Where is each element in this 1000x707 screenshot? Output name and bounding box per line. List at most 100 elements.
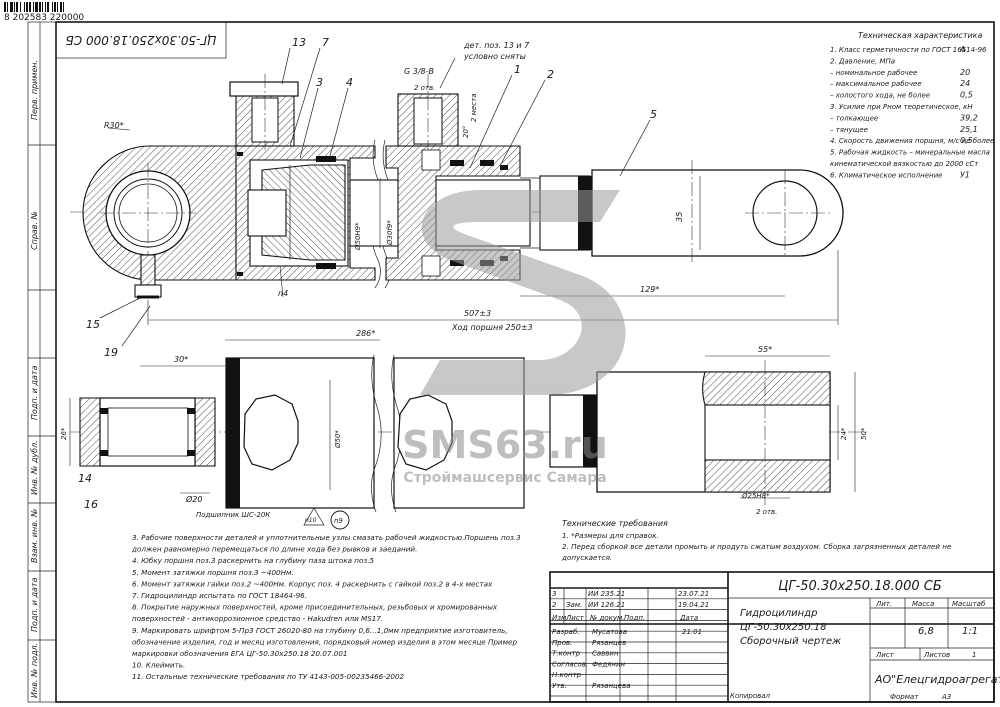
tb-role: Н.контр	[552, 671, 582, 679]
dim-30: 30*	[174, 355, 188, 364]
d50-side: Ø50*	[334, 430, 342, 449]
d35-label: 35	[675, 212, 684, 222]
callout-2: 2	[547, 68, 554, 81]
strip-cell-6: Инв. № подл.	[30, 643, 39, 698]
dim-2otv: 2 отв.	[756, 508, 777, 516]
stroke-label: Ход поршня 250±3	[451, 323, 533, 332]
tb-copied: Копировал	[730, 692, 771, 700]
spec-row-label: 1. Класс герметичности по ГОСТ 16514-96	[830, 46, 987, 54]
note-line: 4. Юбку поршня поз.3 раскернить на глуби…	[132, 556, 375, 565]
thread-label: G 3/8-B	[404, 67, 434, 76]
rev-date: 19.04.21	[678, 601, 709, 609]
tb-role: Утв.	[552, 682, 567, 690]
det-note-1: дет. поз. 13 и 7	[463, 41, 530, 50]
callout-19: 19	[104, 346, 118, 359]
strip-cell-4: Взам. инв. №	[30, 509, 39, 563]
dim-24: 24*	[840, 427, 848, 440]
tb-mass: 6,8	[918, 626, 934, 637]
tb-mass-h: Масса	[912, 600, 934, 608]
bottom-right-view	[540, 355, 870, 505]
callout-15: 15	[86, 318, 100, 331]
spec-row-label: – холостого хода, не более	[830, 92, 930, 100]
rotated-designation: ЦГ-50.30х250.18.000 СБ	[66, 33, 217, 47]
tb-scale-h: Масштаб	[952, 600, 986, 608]
strip-cell-2: Подп. и дата	[30, 365, 39, 420]
tb-sheets-value: 1	[972, 651, 976, 659]
d50-label: Ø50H9*	[354, 222, 362, 251]
notes-left: 3. Рабочие поверхности деталей и уплотни…	[131, 533, 521, 681]
callout-16: 16	[84, 498, 98, 511]
spec-row-value: 20	[960, 68, 970, 77]
strip-cell-1: Справ. №	[30, 211, 39, 250]
note-line: поверхностей - антикоррозионное средство…	[132, 614, 383, 623]
n9-label: n9	[334, 517, 343, 525]
spec-row-value: 0,5	[960, 136, 973, 145]
d20-label: Ø20	[185, 494, 202, 504]
spec-row-label: 2. Давление, МПа	[830, 57, 895, 65]
spec-row-value: У1	[960, 170, 970, 179]
tb-role: Т.контр	[552, 650, 581, 658]
callout-4: 4	[346, 76, 353, 89]
bottom-left-view	[69, 339, 525, 530]
rev-izm: 2	[552, 601, 557, 609]
n10-label: n10	[305, 517, 317, 524]
technical-spec: Техническая характеристика 1. Класс герм…	[830, 31, 994, 179]
rev-doc: ИИ 235.21	[588, 590, 625, 598]
rev-doc: ИИ 126.21	[588, 601, 625, 609]
tb-name2: ЦГ-50.30х250.18	[740, 622, 826, 633]
left-strip: Перв. примен. Справ. № Подп. и дата Инв.…	[27, 21, 57, 703]
note-line: 9. Маркировать шрифтом 5-Пр3 ГОСТ 26020-…	[132, 626, 508, 635]
spec-row-value: 25,1	[960, 125, 978, 134]
tb-role-name: Федянин	[592, 660, 626, 668]
tb-lit: Лит.	[875, 600, 892, 608]
tb-header-col: Подп.	[624, 614, 645, 622]
tb-sheet: Лист	[875, 651, 895, 659]
tb-header-col: Дата	[679, 614, 698, 622]
tb-role: Согласов.	[552, 660, 588, 668]
rev-date: 23.07.21	[678, 590, 709, 598]
tb-name3: Сборочный чертеж	[740, 635, 841, 647]
tb-company: АО"Елецгидроагрегат"	[874, 673, 1000, 686]
tb-role: Разраб.	[552, 628, 580, 636]
tb-role-name: Рязанцева	[592, 682, 631, 690]
dim-286: 286*	[356, 329, 375, 338]
note-line: 10. Клеймить.	[132, 661, 185, 670]
r30-label: R30*	[104, 121, 124, 130]
note-line: 7. Гидроцилиндр испытать по ГОСТ 18464-9…	[132, 591, 307, 600]
rev-list: Зам.	[566, 601, 582, 609]
note-line: маркировки обозначения ЕГА ЦГ-50.30х250.…	[132, 649, 347, 658]
d30-label: Ø30f9*	[386, 220, 394, 246]
tb-header-col: Лист	[565, 614, 585, 622]
tech-req-line: допускается.	[561, 553, 612, 562]
tb-role: Пров.	[552, 639, 572, 647]
tb-header-col: Изм	[552, 614, 567, 622]
tb-format-value: А3	[941, 693, 951, 701]
spec-row-label: – толкающее	[830, 114, 878, 122]
n4-label: n4	[278, 289, 288, 298]
note-line: 3. Рабочие поверхности деталей и уплотни…	[132, 533, 521, 542]
tb-name1: Гидроцилиндр	[740, 608, 817, 619]
angle-label: 20°	[462, 126, 470, 138]
holes-label: 2 отв.	[414, 84, 435, 92]
spec-row-label: 3. Усилие при Pном теоретическое, кН	[830, 103, 973, 111]
note-line: обозначение изделия, год и месяц изготов…	[132, 637, 517, 646]
tb-format-label: Формат	[890, 693, 919, 701]
dim-50b: 50*	[860, 427, 868, 440]
dim-26: 26*	[60, 427, 68, 440]
watermark-brand: SMS63.ru	[402, 423, 608, 467]
note-line: 11. Остальные технические требования по …	[132, 672, 405, 681]
callout-5: 5	[650, 108, 657, 121]
notes-right-title: Технические требования	[562, 519, 668, 528]
spec-row-label: – максимальное рабочее	[830, 80, 922, 88]
callout-labels: 13 7 3 4 1 2 5 15 19 14 16 дет. поз. 13 …	[60, 36, 868, 525]
note-line: 8. Покрытие наружных поверхностей, кроме…	[132, 603, 498, 612]
note-line: 5. Момент затяжки поршня поз.3 ~400Нм.	[132, 568, 294, 577]
note-line: должен равномерно перемещаться по длине …	[131, 545, 417, 554]
tech-req-line: 2. Перед сборкой все детали промыть и пр…	[562, 542, 952, 551]
spec-row-label: – номинальное рабочее	[830, 69, 917, 77]
spec-row-label: 6. Климатическое исполнение	[830, 171, 942, 179]
spec-row-value: А	[959, 45, 965, 54]
spec-row-label: 5. Рабочая жидкость – минеральные масла	[830, 149, 990, 157]
dim-507: 507±3	[464, 309, 491, 318]
